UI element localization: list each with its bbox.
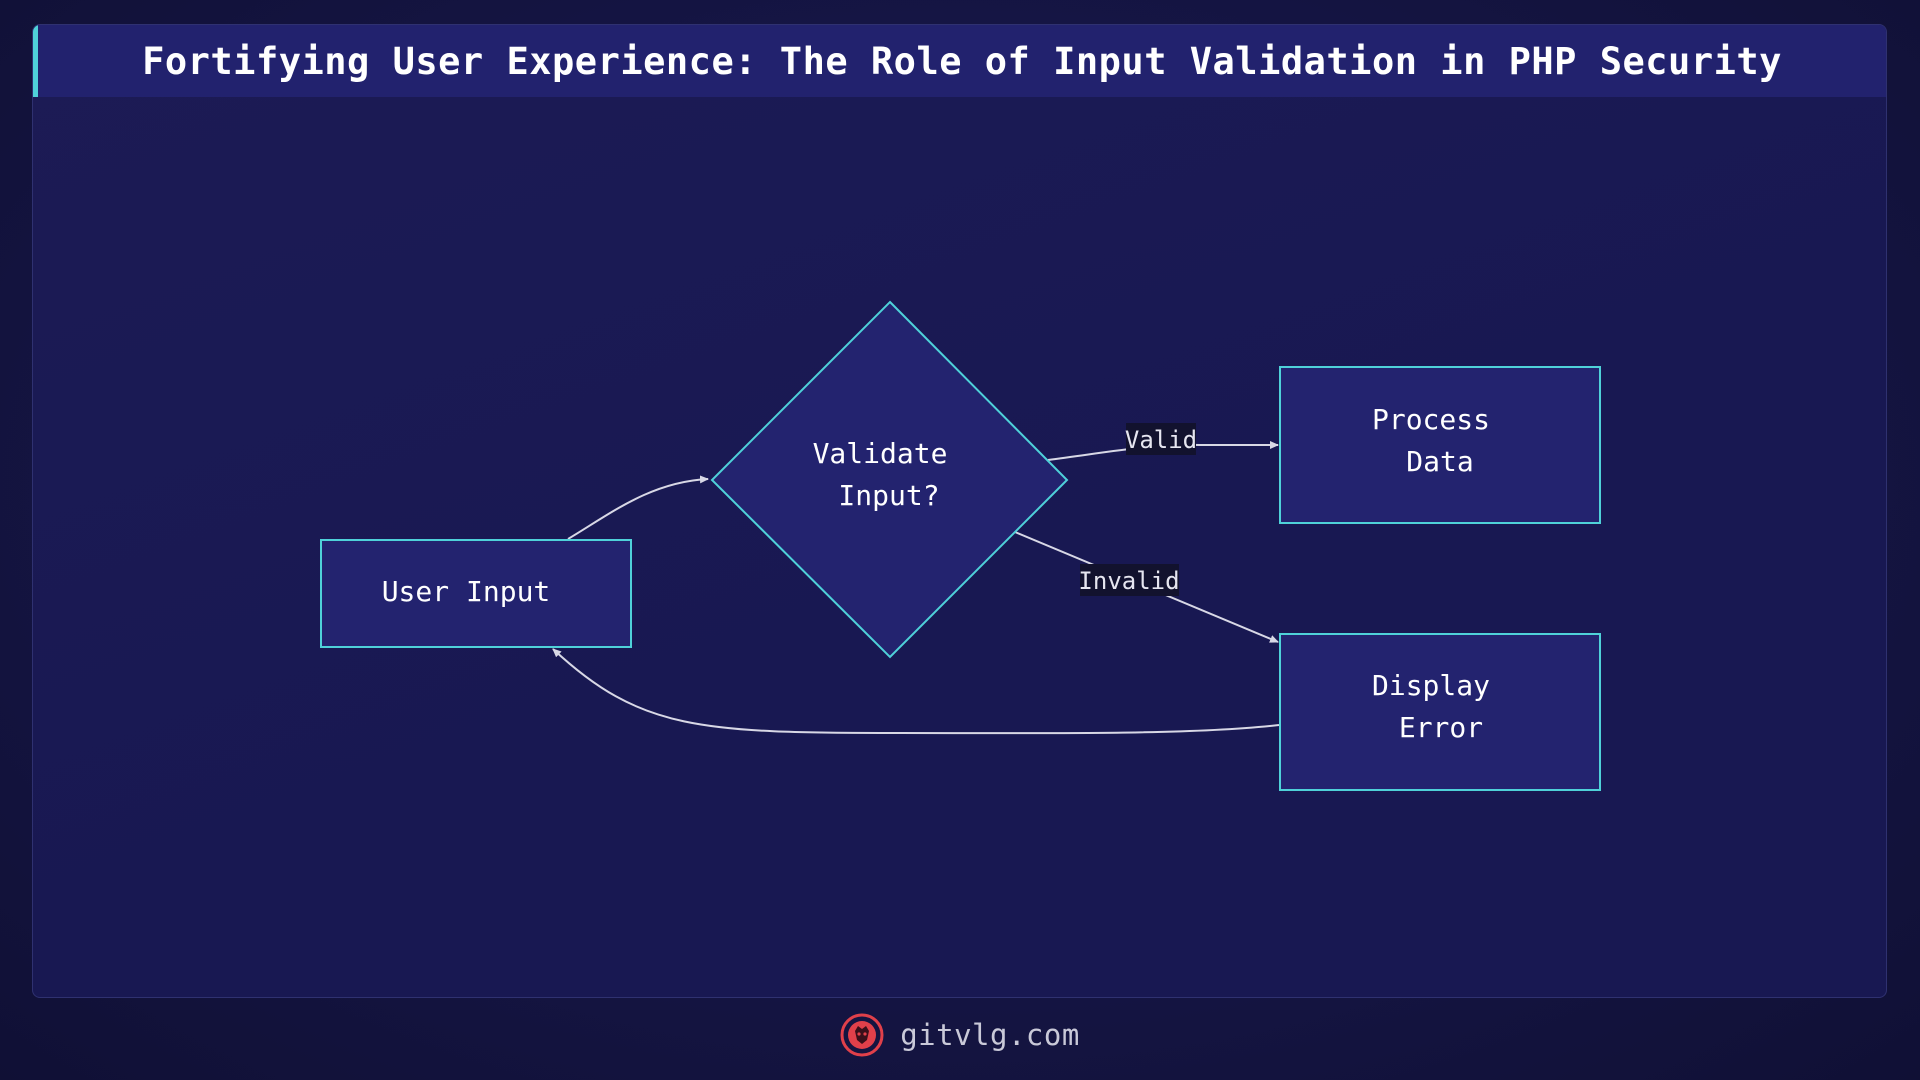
edge-label-valid-text: Valid [1125,426,1197,454]
footer-site-link[interactable]: gitvlg.com [900,1018,1080,1052]
node-validate-label-line1: Validate [813,437,948,470]
node-validate-label-line2: Input? [838,479,939,512]
node-error-label-line1: Display [1372,669,1490,702]
edge-label-invalid: Invalid [1078,564,1180,596]
node-display-error: Display Error [1279,633,1601,791]
node-validate-input: Validate Input? [710,300,1069,659]
lion-logo-icon [840,1013,884,1057]
node-process-label-line2: Data [1406,445,1473,478]
node-user-input-label: User Input [382,575,551,608]
edge-label-valid: Valid [1125,423,1197,455]
node-process-data: Process Data [1279,366,1601,524]
edge-error-to-input [552,648,1280,735]
edge-label-invalid-text: Invalid [1078,567,1179,595]
node-process-label-line1: Process [1372,403,1490,436]
title-bar: Fortifying User Experience: The Role of … [33,25,1886,97]
node-user-input: User Input [320,539,632,648]
node-error-label-line2: Error [1399,711,1483,744]
footer: gitvlg.com [0,1010,1920,1060]
page-title: Fortifying User Experience: The Role of … [142,39,1782,83]
edge-input-to-validate [567,475,709,540]
